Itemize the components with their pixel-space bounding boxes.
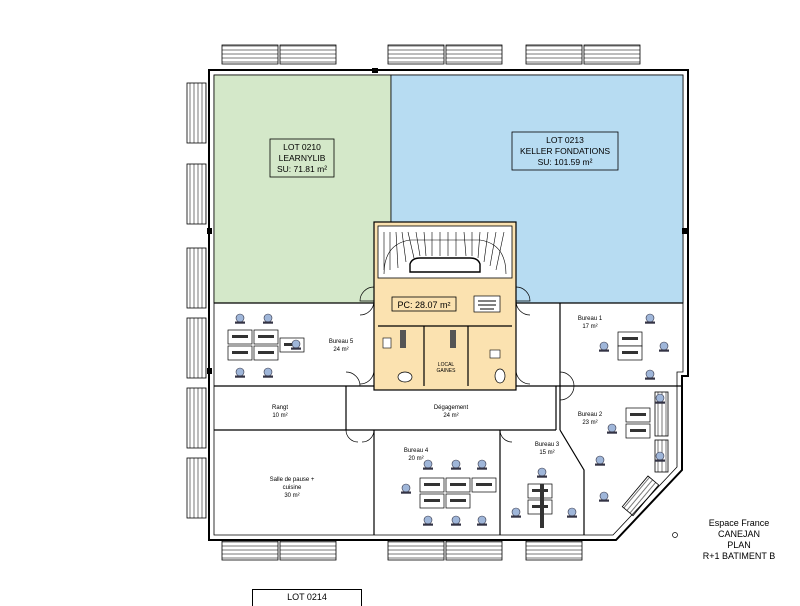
caption-site: Espace France (708, 518, 770, 528)
staircase (377, 225, 513, 279)
building-outline (208, 69, 689, 541)
common-area-label: PC: 28.07 m² (397, 300, 450, 310)
bureau-4-area: 20 m² (408, 456, 423, 462)
sanitary-block: LOCAL GAINES (378, 325, 512, 386)
bureau-5-name: Bureau 5 (329, 339, 354, 345)
bureau-1-name: Bureau 1 (578, 316, 603, 322)
degagement-area: 24 m² (443, 413, 458, 419)
bureau-2-area: 23 m² (582, 420, 597, 426)
info-panel (473, 295, 501, 313)
degagement-name: Dégagement (434, 405, 469, 411)
bureau-4-name: Bureau 4 (404, 448, 429, 454)
lot-0214-tag: LOT 0214 (252, 589, 362, 606)
lot-0210-area-label: SU: 71.81 m² (277, 164, 327, 174)
lot-0213-area-label: SU: 101.59 m² (538, 157, 593, 167)
lot-0213-number: LOT 0213 (546, 135, 584, 145)
bureau-3-name: Bureau 3 (535, 442, 560, 448)
louvres-left (186, 82, 207, 519)
local-gaines-label-2: GAINES (437, 368, 457, 374)
caption-level: R+1 BATIMENT B (702, 551, 776, 561)
lot-0210-number: LOT 0210 (283, 142, 321, 152)
lot-0213-tenant: KELLER FONDATIONS (520, 146, 610, 156)
interior-walls (214, 302, 683, 535)
rangt-area: 10 m² (272, 413, 287, 419)
caption-type: PLAN (727, 540, 751, 550)
salle-pause-name-2: cuisine (283, 485, 302, 491)
north-marker (672, 532, 678, 538)
bureau-5-area: 24 m² (333, 347, 348, 353)
caption-city: CANEJAN (717, 529, 760, 539)
lot-0210-area (213, 74, 392, 304)
louvres-top (221, 44, 641, 65)
plan-caption: Espace France CANEJAN PLAN R+1 BATIMENT … (684, 518, 794, 562)
salle-pause-area: 30 m² (284, 493, 299, 499)
bureau-5-furniture (227, 313, 305, 379)
bureau-3-furniture (510, 455, 610, 528)
bureau-2-name: Bureau 2 (578, 412, 603, 418)
louvres-bottom (221, 540, 583, 561)
local-gaines-label-1: LOCAL (438, 362, 455, 368)
bureau-3-area: 15 m² (539, 450, 554, 456)
bureau-4-furniture (400, 459, 497, 527)
lot-0210-tenant: LEARNYLIB (279, 153, 326, 163)
bureau-1-area: 17 m² (582, 324, 597, 330)
rangt-name: Rangt (272, 405, 288, 411)
salle-pause-name-1: Salle de pause + (270, 477, 315, 483)
bureau-1-furniture (598, 313, 670, 381)
